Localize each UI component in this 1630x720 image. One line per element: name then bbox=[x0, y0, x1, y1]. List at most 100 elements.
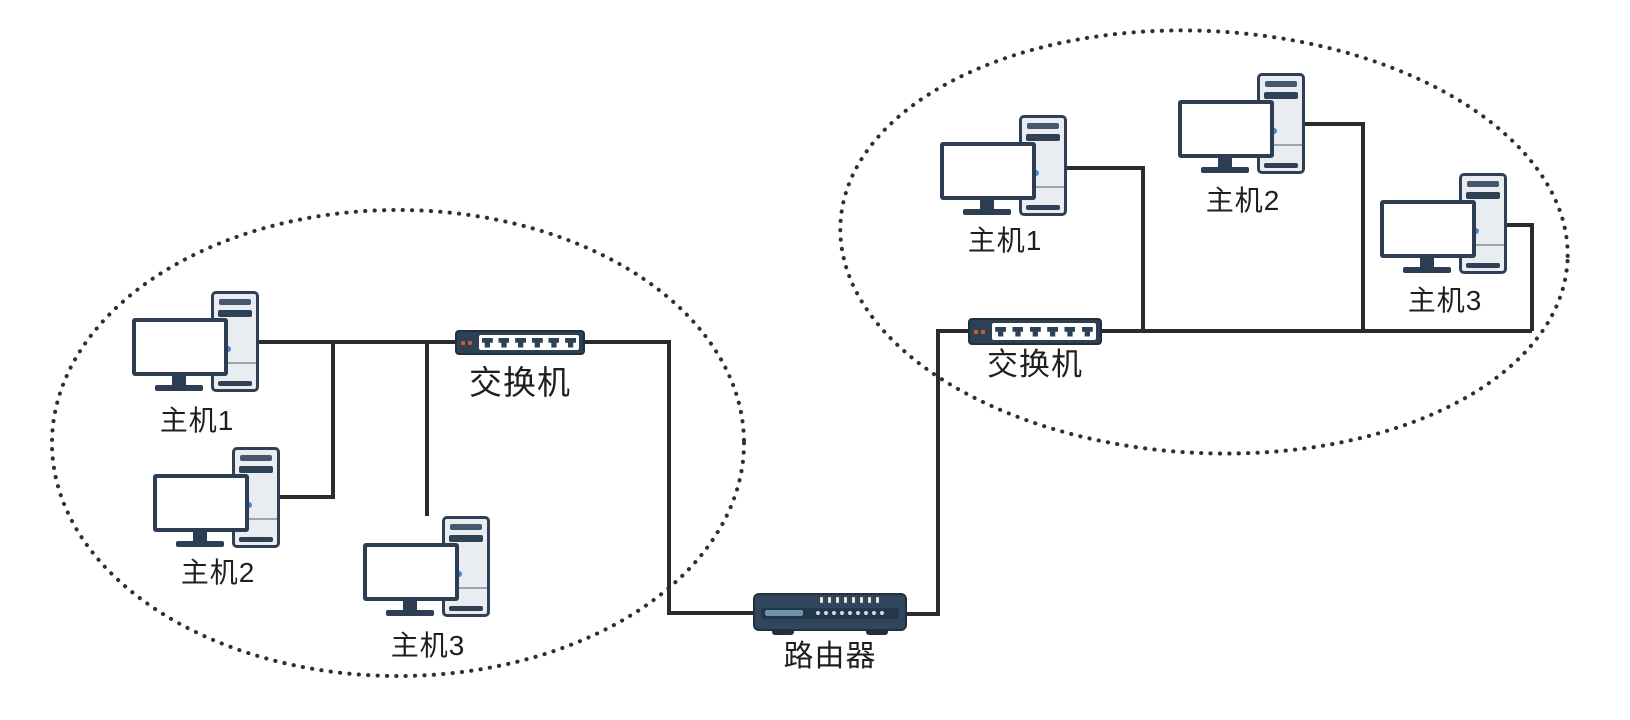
lan1-switch-to-router-line bbox=[583, 340, 755, 615]
tower-divider bbox=[1260, 144, 1302, 146]
power-led bbox=[456, 571, 462, 577]
power-led bbox=[246, 502, 252, 508]
lan2-host1-icon bbox=[940, 115, 1070, 221]
lan2-host2-icon bbox=[1178, 73, 1308, 179]
monitor-stand-base bbox=[1403, 267, 1451, 273]
monitor-stand bbox=[1420, 258, 1434, 267]
lan2-switch-to-router-line bbox=[905, 329, 970, 616]
lan2-host3-icon bbox=[1380, 173, 1510, 279]
router-foot bbox=[772, 629, 794, 635]
tower-divider bbox=[214, 362, 256, 364]
lan2-switch-label: 交换机 bbox=[987, 347, 1083, 382]
led-tick bbox=[852, 597, 855, 603]
monitor-stand-base bbox=[386, 610, 434, 616]
tower-foot bbox=[1026, 205, 1060, 210]
lan2-switch-icon bbox=[968, 318, 1102, 345]
led-tick bbox=[844, 597, 847, 603]
tower-foot bbox=[218, 381, 252, 386]
led-dot bbox=[981, 329, 985, 334]
power-led bbox=[1033, 170, 1039, 176]
drive-bay-slat bbox=[1027, 123, 1059, 129]
led-dot bbox=[468, 340, 472, 345]
lan1-host2-to-switch-line bbox=[278, 342, 335, 499]
ethernet-port-icon bbox=[498, 337, 510, 348]
monitor-stand bbox=[193, 532, 207, 541]
monitor-stand bbox=[980, 200, 994, 209]
lan1-host1-label: 主机1 bbox=[159, 405, 235, 436]
computer-monitor bbox=[153, 474, 249, 532]
ethernet-port-icon bbox=[1047, 326, 1059, 337]
tower-foot bbox=[1264, 163, 1298, 168]
lan2-boundary-ellipse bbox=[838, 28, 1570, 456]
led-dot bbox=[816, 611, 820, 615]
lan1-switch-label: 交换机 bbox=[469, 364, 571, 401]
lan1-host3-label: 主机3 bbox=[390, 630, 466, 661]
ethernet-port-icon bbox=[1064, 326, 1076, 337]
led-dot bbox=[872, 611, 876, 615]
led-tick bbox=[876, 597, 879, 603]
led-tick bbox=[820, 597, 823, 603]
led-dot bbox=[840, 611, 844, 615]
computer-monitor bbox=[132, 318, 228, 376]
drive-bay-slat bbox=[219, 299, 251, 305]
router-icon bbox=[753, 593, 907, 635]
switch-status-leds bbox=[974, 320, 990, 343]
led-dot bbox=[461, 340, 465, 345]
lan2-host1-to-switch-line bbox=[1066, 166, 1145, 331]
drive-bay-slat bbox=[449, 535, 483, 542]
switch-ports-panel bbox=[479, 335, 579, 350]
led-tick bbox=[860, 597, 863, 603]
ethernet-port-icon bbox=[548, 337, 560, 348]
lan2-host1-label: 主机1 bbox=[967, 225, 1043, 256]
led-dot bbox=[824, 611, 828, 615]
computer-monitor bbox=[363, 543, 459, 601]
led-dot bbox=[864, 611, 868, 615]
switch-status-leds bbox=[461, 332, 477, 353]
lan1-host3-icon bbox=[363, 516, 493, 622]
led-tick bbox=[868, 597, 871, 603]
tower-divider bbox=[445, 587, 487, 589]
lan2-host3-label: 主机3 bbox=[1407, 285, 1483, 316]
led-dot bbox=[880, 611, 884, 615]
ethernet-port-icon bbox=[481, 337, 493, 348]
ethernet-port-icon bbox=[1012, 326, 1024, 337]
drive-bay-slat bbox=[1466, 192, 1500, 199]
tower-foot bbox=[449, 606, 483, 611]
lan2-host3-to-switch-line bbox=[1507, 223, 1534, 331]
monitor-stand-base bbox=[1201, 167, 1249, 173]
drive-bay-slat bbox=[450, 524, 482, 530]
computer-monitor bbox=[1380, 200, 1476, 258]
switch-ports-panel bbox=[992, 323, 1096, 340]
monitor-stand bbox=[403, 601, 417, 610]
ethernet-port-icon bbox=[995, 326, 1007, 337]
tower-divider bbox=[1022, 186, 1064, 188]
router-label: 路由器 bbox=[783, 640, 877, 673]
power-led bbox=[225, 346, 231, 352]
ethernet-port-icon bbox=[531, 337, 543, 348]
monitor-stand bbox=[172, 376, 186, 385]
led-dot bbox=[832, 611, 836, 615]
lan1-switch-icon bbox=[455, 330, 585, 355]
ethernet-port-icon bbox=[515, 337, 527, 348]
power-led bbox=[1271, 128, 1277, 134]
router-foot bbox=[866, 629, 888, 635]
drive-bay-slat bbox=[1026, 134, 1060, 141]
computer-monitor bbox=[940, 142, 1036, 200]
computer-monitor bbox=[1178, 100, 1274, 158]
router-top-leds bbox=[820, 597, 879, 603]
router-front-panel bbox=[761, 608, 899, 619]
ethernet-port-icon bbox=[565, 337, 577, 348]
drive-bay-slat bbox=[218, 310, 252, 317]
lan1-boundary-ellipse bbox=[50, 208, 746, 678]
ethernet-port-icon bbox=[1029, 326, 1041, 337]
monitor-stand-base bbox=[155, 385, 203, 391]
lan2-host2-to-switch-line bbox=[1302, 122, 1365, 331]
router-display-slot bbox=[765, 610, 803, 616]
drive-bay-slat bbox=[240, 455, 272, 461]
led-dot bbox=[974, 329, 978, 334]
tower-foot bbox=[239, 537, 273, 542]
led-tick bbox=[828, 597, 831, 603]
tower-foot bbox=[1466, 263, 1500, 268]
